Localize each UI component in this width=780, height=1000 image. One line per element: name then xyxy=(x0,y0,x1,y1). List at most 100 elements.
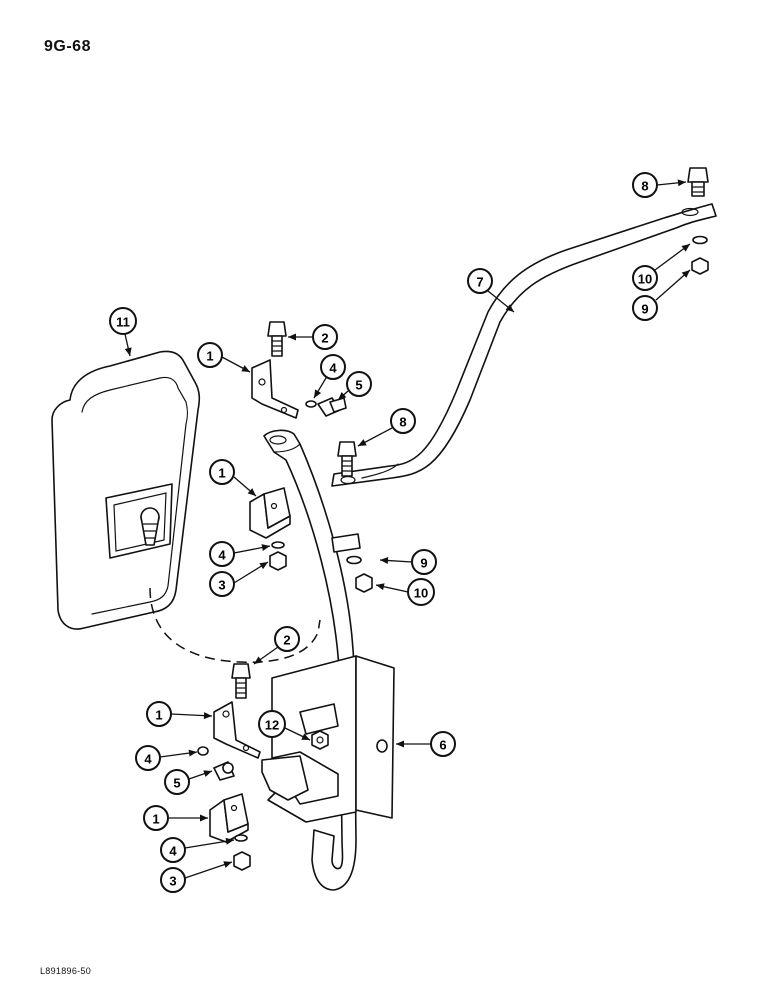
svg-text:1: 1 xyxy=(206,349,213,364)
svg-text:10: 10 xyxy=(414,586,428,601)
leader-4c-arrowhead xyxy=(188,749,197,757)
svg-text:2: 2 xyxy=(321,331,328,346)
clamp-bracket-lower-2 xyxy=(209,793,249,843)
arm-lock-washer xyxy=(346,555,362,565)
leader-4d-arrowhead xyxy=(225,837,234,845)
callout-2b: 2 xyxy=(274,626,300,652)
leader-9b-arrowhead xyxy=(380,557,389,564)
callout-1b: 1 xyxy=(209,459,235,485)
lock-washer-lower-1 xyxy=(197,746,209,756)
callout-5b: 5 xyxy=(164,769,190,795)
svg-text:2: 2 xyxy=(283,633,290,648)
leader-4b-arrowhead xyxy=(261,544,270,551)
callout-12: 12 xyxy=(258,710,286,738)
leader-6-arrowhead xyxy=(396,740,404,748)
lock-washer-middle xyxy=(271,541,285,549)
leader-5a-arrowhead xyxy=(338,392,347,400)
svg-text:8: 8 xyxy=(641,179,648,194)
svg-text:6: 6 xyxy=(439,738,446,753)
arm-bolt-left xyxy=(337,441,357,477)
svg-text:5: 5 xyxy=(173,776,180,791)
leader-2b-arrowhead xyxy=(254,656,263,664)
leader-2a-arrowhead xyxy=(288,333,296,341)
right-lock-washer xyxy=(692,235,708,245)
svg-text:8: 8 xyxy=(399,415,406,430)
svg-text:1: 1 xyxy=(218,466,225,481)
callout-4b: 4 xyxy=(209,541,235,567)
arm-bolt-right xyxy=(687,167,709,197)
svg-text:5: 5 xyxy=(355,378,362,393)
clamp-bracket-lower-1 xyxy=(213,701,261,759)
leader-1d-arrowhead xyxy=(200,814,208,822)
callout-8a: 8 xyxy=(632,172,658,198)
svg-text:7: 7 xyxy=(476,275,483,290)
arm-clamp-plate xyxy=(331,533,361,553)
right-nut xyxy=(691,257,709,275)
nut-middle xyxy=(269,551,287,571)
nut-lower xyxy=(233,851,251,871)
callout-4a: 4 xyxy=(320,354,346,380)
svg-text:9: 9 xyxy=(641,302,648,317)
svg-text:1: 1 xyxy=(155,708,162,723)
page-id: 9G-68 xyxy=(44,38,91,55)
leader-5b-arrowhead xyxy=(203,770,212,777)
leader-10b-arrowhead xyxy=(376,583,385,591)
leader-12-arrowhead xyxy=(301,733,310,740)
arm-nut xyxy=(355,573,373,593)
svg-text:3: 3 xyxy=(218,578,225,593)
callout-4c: 4 xyxy=(135,745,161,771)
leader-9a-arrowhead xyxy=(681,270,690,278)
leader-lines xyxy=(124,179,691,879)
leader-4d xyxy=(184,839,235,849)
svg-text:1: 1 xyxy=(152,812,159,827)
callout-1d: 1 xyxy=(143,805,169,831)
lock-washer-top xyxy=(305,400,317,408)
callout-10a: 10 xyxy=(632,265,658,291)
svg-text:4: 4 xyxy=(218,548,226,563)
callout-9b: 9 xyxy=(411,549,437,575)
svg-text:10: 10 xyxy=(638,272,652,287)
callout-2a: 2 xyxy=(312,324,338,350)
callout-1c: 1 xyxy=(146,701,172,727)
bolt-bottom xyxy=(231,663,251,699)
callout-3a: 3 xyxy=(209,571,235,597)
mirror-arm xyxy=(331,203,717,487)
callout-11: 11 xyxy=(109,307,137,335)
callout-10b: 10 xyxy=(407,578,435,606)
callout-5a: 5 xyxy=(346,371,372,397)
bolt-top xyxy=(267,321,287,357)
callout-6: 6 xyxy=(430,731,456,757)
leader-10a-arrowhead xyxy=(681,244,690,252)
assembly-line xyxy=(149,587,321,663)
leader-1c-arrowhead xyxy=(203,712,212,720)
leader-1b-arrowhead xyxy=(247,488,256,496)
leader-3a-arrowhead xyxy=(259,562,268,570)
leader-8a-arrowhead xyxy=(677,179,686,187)
mirror-head xyxy=(51,350,201,630)
bolt-5-lower xyxy=(213,761,235,781)
bracket-nut xyxy=(311,730,329,750)
lock-washer-lower-2 xyxy=(234,834,248,842)
svg-text:4: 4 xyxy=(329,361,337,376)
callout-4d: 4 xyxy=(160,837,186,863)
clamp-bracket-middle xyxy=(249,487,291,539)
callout-8b: 8 xyxy=(390,408,416,434)
leader-3b xyxy=(184,861,233,879)
callout-3b: 3 xyxy=(160,867,186,893)
leader-11-arrowhead xyxy=(124,347,132,356)
leader-8b-arrowhead xyxy=(358,439,367,446)
svg-text:12: 12 xyxy=(265,718,279,733)
svg-text:3: 3 xyxy=(169,874,176,889)
svg-text:4: 4 xyxy=(144,752,152,767)
clamp-bracket-top xyxy=(251,359,299,419)
leader-7-arrowhead xyxy=(505,304,514,312)
svg-text:11: 11 xyxy=(116,315,130,330)
leader-4a-arrowhead xyxy=(314,389,322,398)
leader-3b-arrowhead xyxy=(223,861,232,868)
callout-7: 7 xyxy=(467,268,493,294)
callout-1a: 1 xyxy=(197,342,223,368)
reference-code: L891896-50 xyxy=(40,966,92,976)
svg-text:9: 9 xyxy=(420,556,427,571)
leader-1a-arrowhead xyxy=(241,365,250,372)
